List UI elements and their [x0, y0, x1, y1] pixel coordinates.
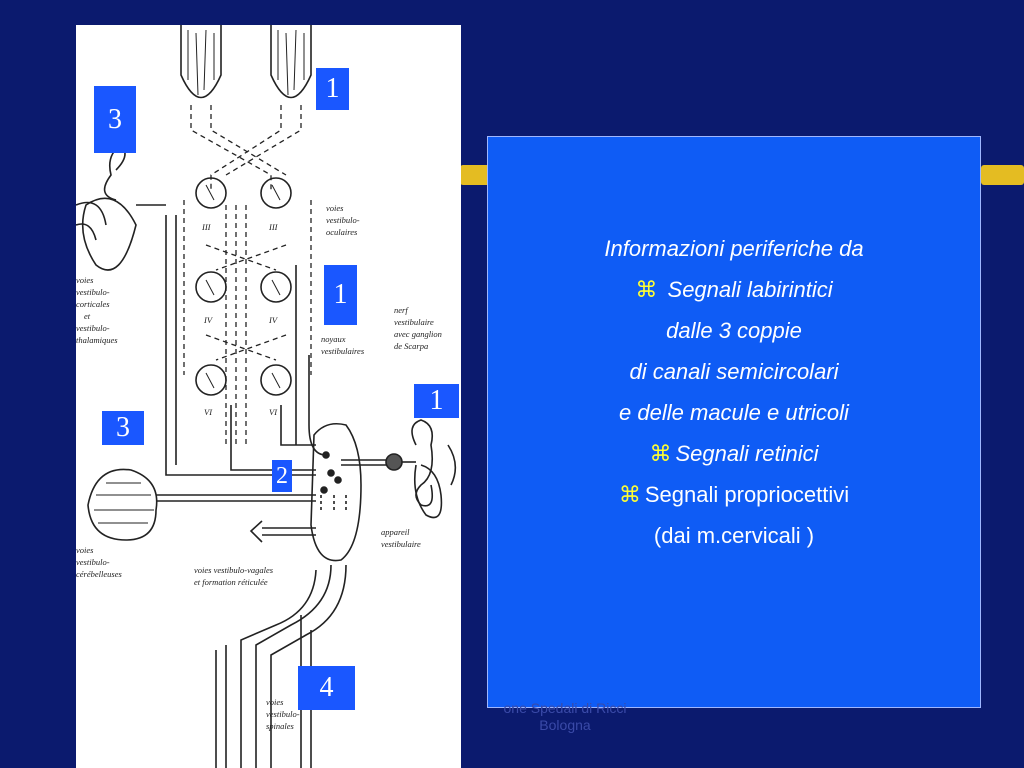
vestibular-pathway-diagram: III III IV IV VI VI voies vestibulo- ocu… — [76, 25, 461, 768]
svg-text:III: III — [201, 222, 212, 232]
svg-text:vestibulo-: vestibulo- — [76, 323, 110, 333]
svg-text:vestibulo-: vestibulo- — [266, 709, 300, 719]
info-item-retinal-text: Segnali retinici — [675, 441, 819, 466]
bullet-icon: ⌘ — [649, 441, 672, 466]
svg-text:IV: IV — [268, 315, 279, 325]
info-heading: Informazioni periferiche da — [604, 236, 864, 261]
label-1-middle: 1 — [324, 265, 357, 325]
svg-text:voies vestibulo-vagales: voies vestibulo-vagales — [194, 565, 274, 575]
svg-text:vestibulaires: vestibulaires — [321, 346, 365, 356]
svg-text:vestibulaire: vestibulaire — [394, 317, 434, 327]
svg-text:appareil: appareil — [381, 527, 410, 537]
svg-text:corticales: corticales — [76, 299, 110, 309]
svg-text:oculaires: oculaires — [326, 227, 358, 237]
label-3-top: 3 — [94, 86, 136, 153]
svg-text:thalamiques: thalamiques — [76, 335, 118, 345]
svg-text:VI: VI — [204, 407, 213, 417]
accent-bar-right — [981, 165, 1024, 185]
info-item-retinal: ⌘Segnali retinici — [488, 433, 980, 474]
footer-line-2: Bologna — [539, 717, 591, 733]
svg-text:vestibulo-: vestibulo- — [326, 215, 360, 225]
svg-text:spinales: spinales — [266, 721, 295, 731]
info-item-labyrinth-text: Segnali labirintici — [667, 277, 833, 302]
svg-text:VI: VI — [269, 407, 278, 417]
label-1-right: 1 — [414, 384, 459, 418]
label-4: 4 — [298, 666, 355, 710]
info-item-proprioceptive: ⌘Segnali propriocettivi — [488, 474, 980, 515]
svg-text:vestibulaire: vestibulaire — [381, 539, 421, 549]
info-item-proprioceptive-text: Segnali propriocettivi — [644, 482, 850, 507]
svg-text:avec ganglion: avec ganglion — [394, 329, 442, 339]
svg-text:voies: voies — [76, 275, 94, 285]
svg-text:voies: voies — [76, 545, 94, 555]
label-2: 2 — [272, 460, 292, 492]
accent-bar-left — [460, 165, 490, 185]
svg-text:nerf: nerf — [394, 305, 409, 315]
label-1-top: 1 — [316, 68, 349, 110]
svg-text:III: III — [268, 222, 279, 232]
svg-text:IV: IV — [203, 315, 214, 325]
info-item-labyrinth-line3: di canali semicircolari — [629, 359, 839, 384]
diagram-drawing: III III IV IV VI VI voies vestibulo- ocu… — [76, 25, 457, 768]
svg-text:vestibulo-: vestibulo- — [76, 557, 110, 567]
info-item-labyrinth: ⌘ Segnali labirintici — [488, 269, 980, 310]
info-item-labyrinth-line4: e delle macule e utricoli — [619, 400, 849, 425]
svg-text:voies: voies — [326, 203, 344, 213]
label-3-bottom: 3 — [102, 411, 144, 445]
info-item-proprioceptive-line2: (dai m.cervicali ) — [653, 523, 815, 548]
svg-text:vestibulo-: vestibulo- — [76, 287, 110, 297]
svg-text:cérébelleuses: cérébelleuses — [76, 569, 122, 579]
bullet-icon: ⌘ — [635, 277, 658, 302]
bullet-icon: ⌘ — [618, 482, 641, 507]
svg-text:noyaux: noyaux — [321, 334, 346, 344]
svg-text:voies: voies — [266, 697, 284, 707]
footer: one Spedali di Ricci Bologna — [440, 700, 690, 734]
svg-text:de Scarpa: de Scarpa — [394, 341, 428, 351]
svg-text:et formation réticulée: et formation réticulée — [194, 577, 268, 587]
info-panel: Informazioni periferiche da ⌘ Segnali la… — [487, 136, 981, 708]
footer-line-1: one Spedali di Ricci — [503, 700, 627, 716]
svg-text:et: et — [84, 311, 91, 321]
info-item-labyrinth-line2: dalle 3 coppie — [666, 318, 802, 343]
